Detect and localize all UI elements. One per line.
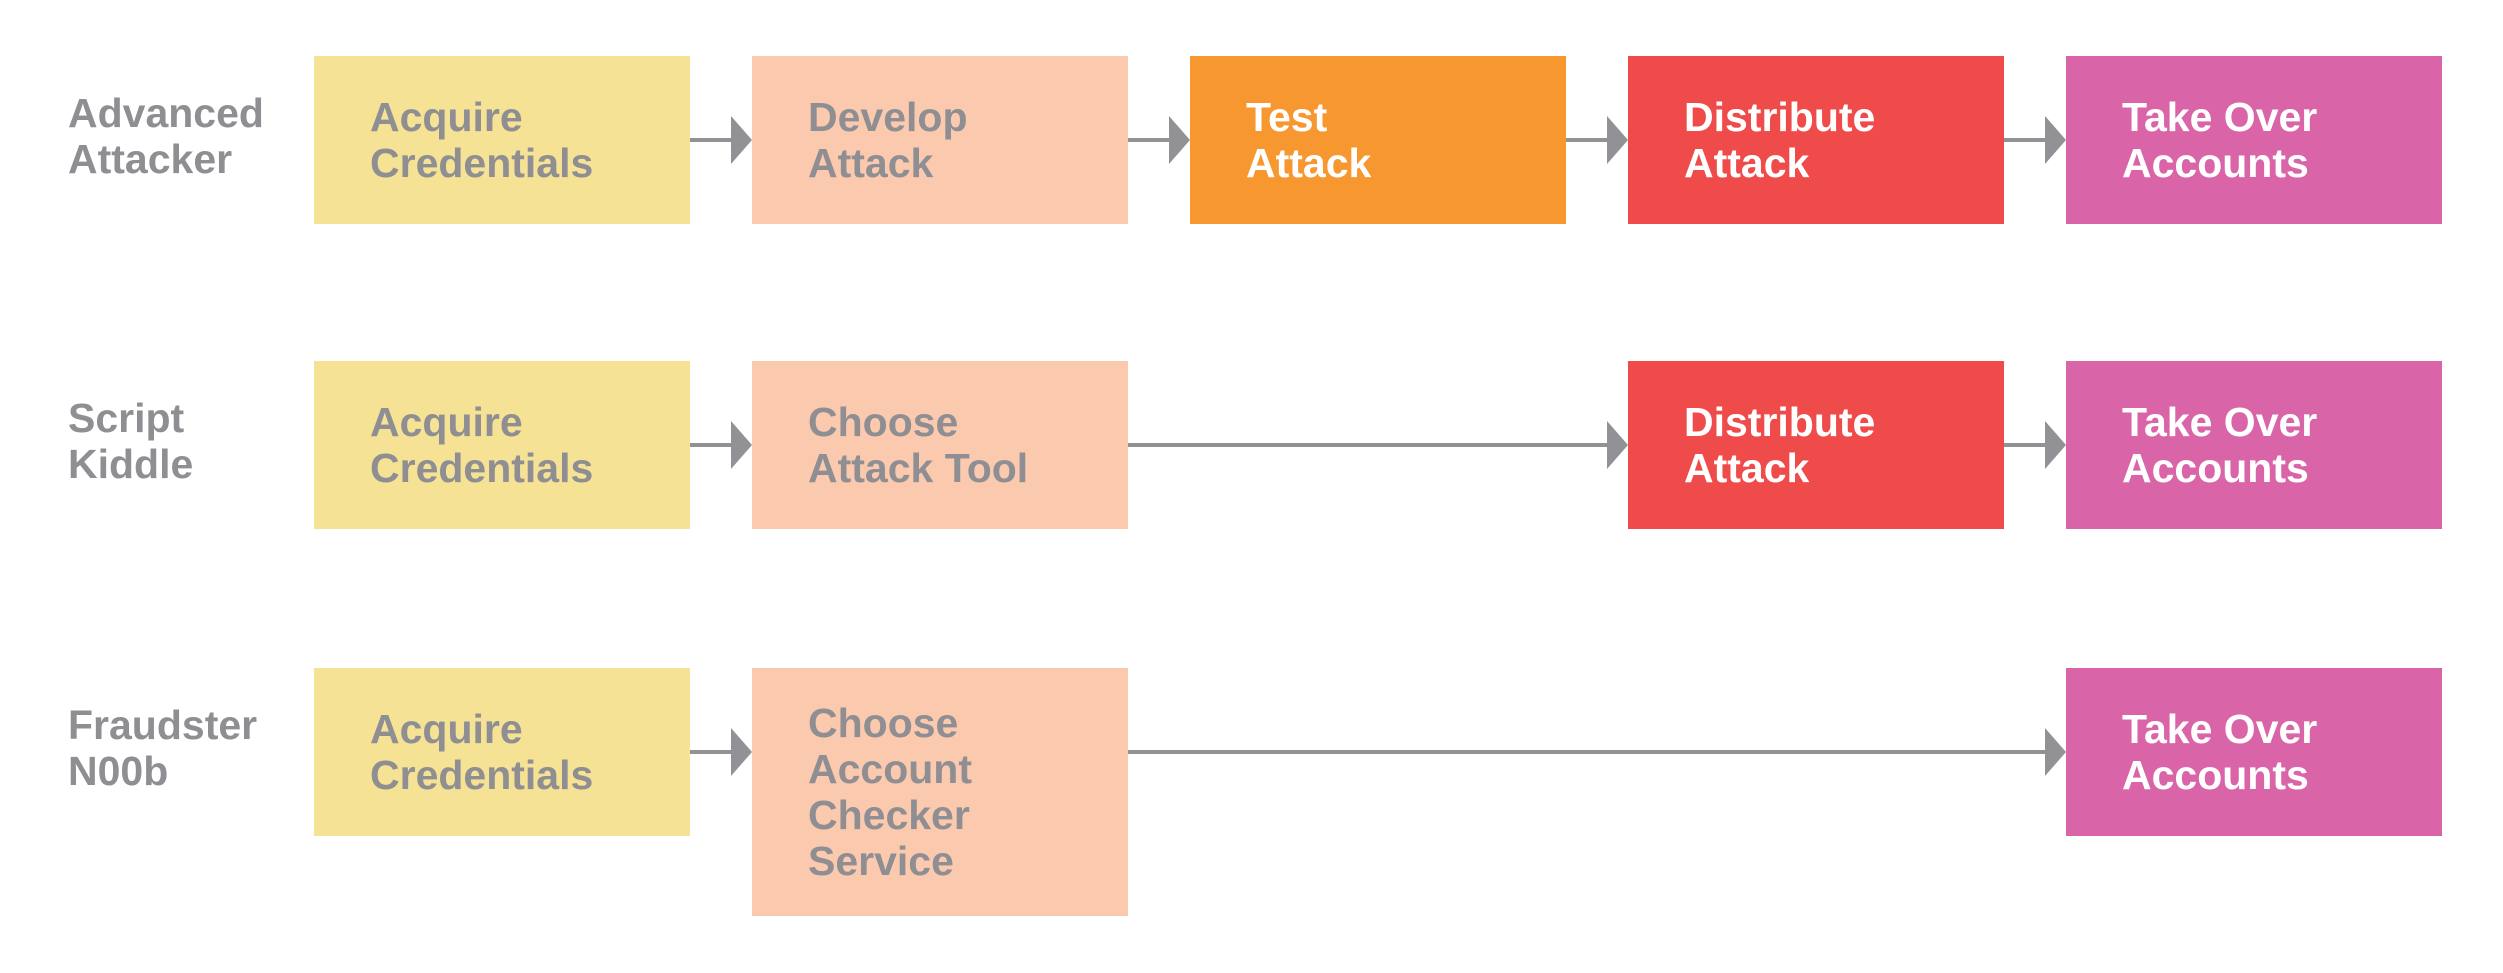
step-label-line: Take Over	[2122, 399, 2318, 445]
step-label-line: Credentials	[370, 140, 594, 186]
arrow-r2-1	[690, 421, 752, 469]
row-label-script-kiddle: Script Kiddle	[68, 395, 308, 487]
step-label-line: Distribute	[1684, 94, 1876, 140]
step-label-line: Take Over	[2122, 706, 2318, 752]
step-label-line: Service	[808, 838, 954, 884]
row-label-fraudster-n00b: Fraudster N00b	[68, 702, 308, 794]
step-label-line: Accounts	[2122, 752, 2309, 798]
step-take-over-accounts: Take Over Accounts	[2066, 668, 2442, 836]
arrow-r3-1	[690, 728, 752, 776]
row-label-advanced-attacker: Advanced Attacker	[68, 90, 308, 182]
step-label-line: Attack	[808, 140, 934, 186]
step-label-line: Take Over	[2122, 94, 2318, 140]
step-label-line: Acquire	[370, 706, 523, 752]
step-label-line: Acquire	[370, 94, 523, 140]
step-acquire-credentials: Acquire Credentials	[314, 668, 690, 836]
arrow-r1-2	[1128, 116, 1190, 164]
step-distribute-attack: Distribute Attack	[1628, 56, 2004, 224]
step-label-line: Distribute	[1684, 399, 1876, 445]
row-label-line: N00b	[68, 748, 169, 794]
row-label-line: Attacker	[68, 136, 233, 182]
arrow-r1-3	[1566, 116, 1628, 164]
step-label-line: Develop	[808, 94, 968, 140]
arrow-r1-1	[690, 116, 752, 164]
step-label-line: Choose	[808, 399, 959, 445]
step-distribute-attack: Distribute Attack	[1628, 361, 2004, 529]
row-label-line: Fraudster	[68, 702, 258, 748]
step-take-over-accounts: Take Over Accounts	[2066, 361, 2442, 529]
row-label-line: Advanced	[68, 90, 264, 136]
step-label-line: Accounts	[2122, 445, 2309, 491]
step-develop-attack: Develop Attack	[752, 56, 1128, 224]
step-take-over-accounts: Take Over Accounts	[2066, 56, 2442, 224]
step-test-attack: Test Attack	[1190, 56, 1566, 224]
step-label-line: Credentials	[370, 445, 594, 491]
step-label-line: Attack	[1684, 140, 1810, 186]
row-label-line: Script	[68, 395, 185, 441]
step-choose-attack-tool: Choose Attack Tool	[752, 361, 1128, 529]
step-acquire-credentials: Acquire Credentials	[314, 56, 690, 224]
arrow-r1-4	[2004, 116, 2066, 164]
row-label-line: Kiddle	[68, 441, 194, 487]
step-label-line: Attack	[1246, 140, 1372, 186]
step-label-line: Test	[1246, 94, 1328, 140]
step-label-line: Credentials	[370, 752, 594, 798]
step-label-line: Attack	[1684, 445, 1810, 491]
step-label-line: Attack Tool	[808, 445, 1029, 491]
step-label-line: Choose	[808, 700, 959, 746]
step-label-line: Accounts	[2122, 140, 2309, 186]
arrow-r3-2	[1128, 728, 2066, 776]
arrow-r2-3	[2004, 421, 2066, 469]
step-label-line: Account	[808, 746, 972, 792]
step-label-line: Acquire	[370, 399, 523, 445]
step-acquire-credentials: Acquire Credentials	[314, 361, 690, 529]
step-label-line: Checker	[808, 792, 970, 838]
step-choose-account-checker-service: Choose Account Checker Service	[752, 668, 1128, 916]
arrow-r2-2	[1128, 421, 1628, 469]
